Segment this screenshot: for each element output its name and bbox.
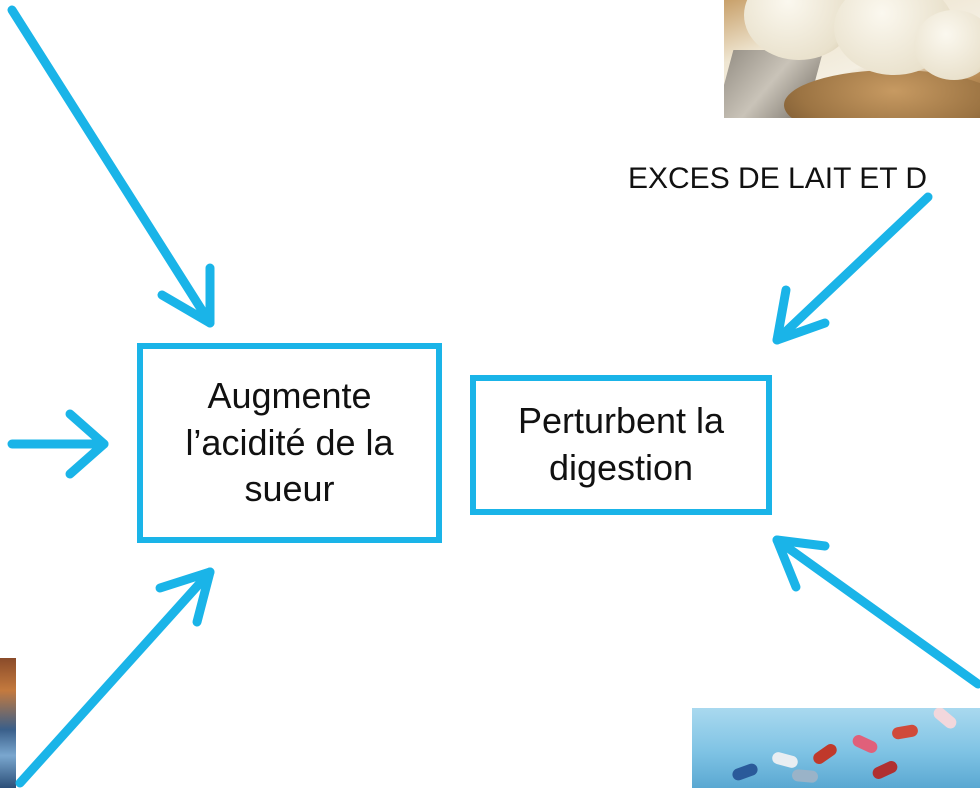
sweat-acidity-line: Augmente (207, 374, 372, 416)
digestion-box: Perturbent la digestion (470, 375, 772, 515)
arrow-icon (15, 567, 215, 788)
food-photo (0, 658, 16, 788)
digestion-line: Perturbent la (517, 400, 725, 442)
digestion-text: Perturbent la digestion (518, 398, 724, 492)
sweat-acidity-line: l’acidité de la (185, 421, 394, 463)
sweat-acidity-line: sueur (244, 468, 335, 510)
arrow-icon (772, 192, 933, 345)
dairy-excess-caption: EXCES DE LAIT ET D (628, 162, 927, 195)
digestion-line: digestion (548, 447, 694, 488)
cheese-wheel-shape (914, 10, 980, 80)
sweat-acidity-text: Augmente l’acidité de la sueur (185, 373, 393, 513)
arrow-icon (7, 5, 215, 328)
pills-photo (692, 708, 980, 788)
cheese-photo (724, 0, 980, 118)
sweat-acidity-box: Augmente l’acidité de la sueur (137, 343, 442, 543)
arrow-icon (7, 409, 109, 479)
arrow-icon (772, 535, 980, 689)
